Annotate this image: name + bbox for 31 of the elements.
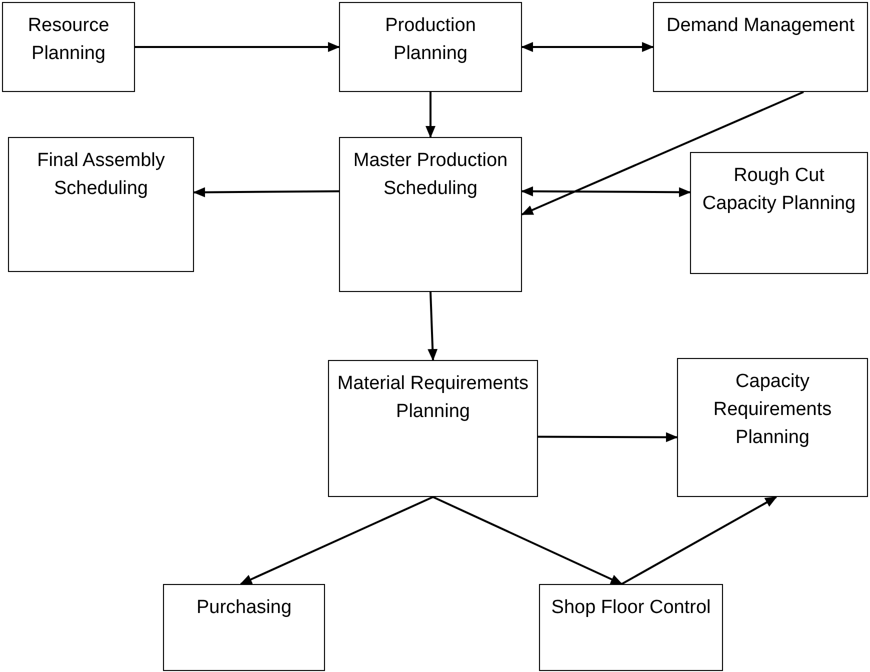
arrow <box>135 42 340 52</box>
process-box <box>653 2 868 92</box>
process-box <box>2 2 135 92</box>
process-box <box>539 584 723 671</box>
arrow <box>521 42 654 52</box>
box-label: Shop Floor Control <box>550 596 712 620</box>
process-box <box>328 360 538 497</box>
box-label: Rough Cut Capacity Planning <box>701 164 857 216</box>
box-label: Demand Management <box>666 14 856 38</box>
process-box <box>339 137 522 292</box>
process-box <box>339 2 522 92</box>
box-label: Purchasing <box>195 596 293 620</box>
box-label: Capacity Requirements Planning <box>712 370 833 450</box>
arrow <box>521 186 691 198</box>
arrow <box>521 91 804 216</box>
box-label: Production Planning <box>384 14 477 66</box>
arrow <box>428 292 438 361</box>
box-label: Final Assembly Scheduling <box>36 149 166 201</box>
box-label: Master Production Scheduling <box>352 149 509 201</box>
arrow <box>426 92 436 138</box>
process-box <box>8 137 194 272</box>
arrow <box>240 496 434 585</box>
arrow <box>538 432 678 442</box>
process-box <box>163 584 325 671</box>
arrow <box>621 496 778 585</box>
process-box <box>690 152 868 274</box>
arrow <box>432 496 623 585</box>
process-box <box>677 358 868 497</box>
arrow <box>193 187 339 198</box>
box-label: Material Requirements Planning <box>336 372 530 424</box>
box-label: Resource Planning <box>26 14 110 66</box>
